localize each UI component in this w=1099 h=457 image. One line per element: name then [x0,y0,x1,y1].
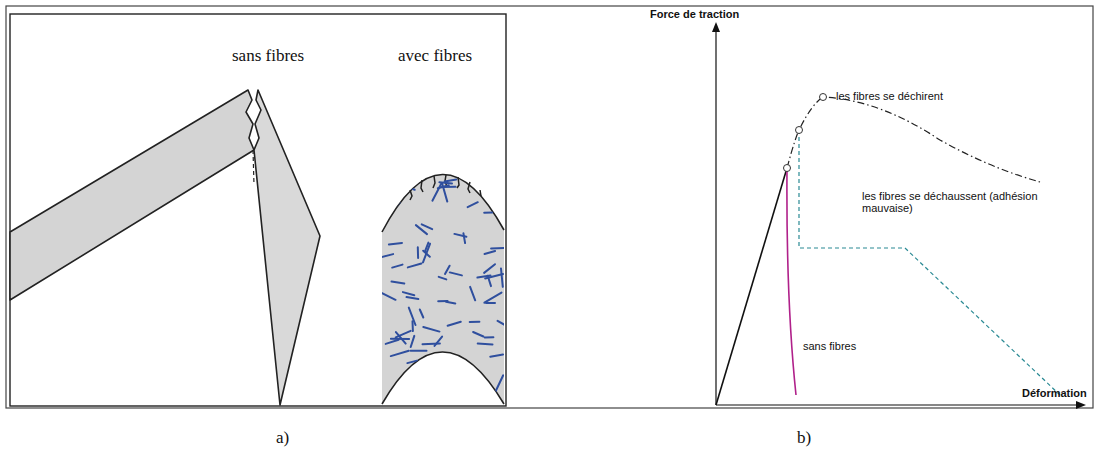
fibre-stroke [386,340,399,344]
fibre-stroke [416,225,427,234]
fibre-stroke [436,377,452,382]
fibre-stroke [485,336,494,338]
fibre-stroke [411,350,427,352]
fibre-stroke [390,189,400,192]
fibre-stroke [407,297,419,299]
fibre-stroke [423,244,430,262]
fibre-stroke [490,355,503,357]
fibre-stroke [450,272,462,275]
fibre-stroke [484,212,492,214]
fibre-stroke [397,174,413,177]
fibre-plate [379,174,507,404]
fibre-stroke [432,389,442,391]
fibre-stroke [407,361,417,364]
fibre-stroke [422,224,433,229]
curve-note: sans fibres [803,340,856,352]
fibre-stroke [484,264,495,273]
fibre-stroke [485,251,496,254]
fibre-stroke [389,243,402,245]
fibre-stroke [439,277,447,280]
fibre-tear-curve [787,97,1040,182]
fibre-stroke [432,183,441,201]
fibre-stroke [445,179,457,181]
fibre-stroke [470,287,475,300]
curve-note: les fibres se déchaussent (adhésion mauv… [862,190,1052,214]
panel-heading: sans fibres [232,46,304,66]
axis-title: Déformation [1022,387,1087,399]
fibre-stroke [391,203,400,212]
cracked-plate [10,90,320,405]
fibre-stroke [392,265,402,268]
fibre-stroke [468,202,478,207]
fibre-stroke [423,343,440,346]
fibre-stroke [409,308,416,325]
graph-axes [712,22,1086,409]
fibre-stroke [461,391,476,393]
axis-title: Force de traction [650,8,739,20]
fibre-stroke [396,332,406,344]
curve-points [784,94,827,172]
fibre-stroke [498,321,507,326]
fibre-stroke [454,234,466,237]
curve-note: les fibres se déchirent [836,90,943,102]
fibre-stroke [417,247,419,258]
fibre-stroke [393,180,399,192]
pullout-curve [799,130,1060,395]
panel-letter: b) [797,428,811,448]
fibre-stroke [485,274,503,279]
fibre-stroke [392,282,405,284]
fibre-stroke [495,375,503,392]
fibre-stroke [397,183,415,190]
fibre-stroke [427,361,437,364]
fibre-stroke [445,266,450,274]
fibre-stroke [403,292,414,295]
fibre-stroke [439,182,452,183]
no-fibre-curve [787,168,796,395]
fibre-stroke [470,321,480,323]
fibre-stroke [491,247,504,250]
fibre-stroke [420,310,424,318]
fibre-stroke [442,186,456,188]
fibre-stroke [411,336,415,347]
fibre-stroke [408,264,422,268]
fibre-stroke [478,343,493,346]
panel-frame [10,14,506,406]
fibre-stroke [448,322,461,326]
fibre-stroke [501,269,503,287]
elastic-curve [716,168,787,405]
fibre-stroke [486,302,495,304]
fibre-stroke [423,327,439,332]
panel-heading: avec fibres [398,46,472,66]
fibre-stroke [484,293,501,303]
fibre-stroke [391,351,409,356]
fibre-stroke [463,233,465,243]
fibre-stroke [446,302,455,304]
outer-frame [6,6,1093,408]
fibre-stroke [379,254,394,258]
fibre-stroke [473,332,483,337]
fibre-stroke [379,292,395,300]
panel-letter: a) [276,428,289,448]
